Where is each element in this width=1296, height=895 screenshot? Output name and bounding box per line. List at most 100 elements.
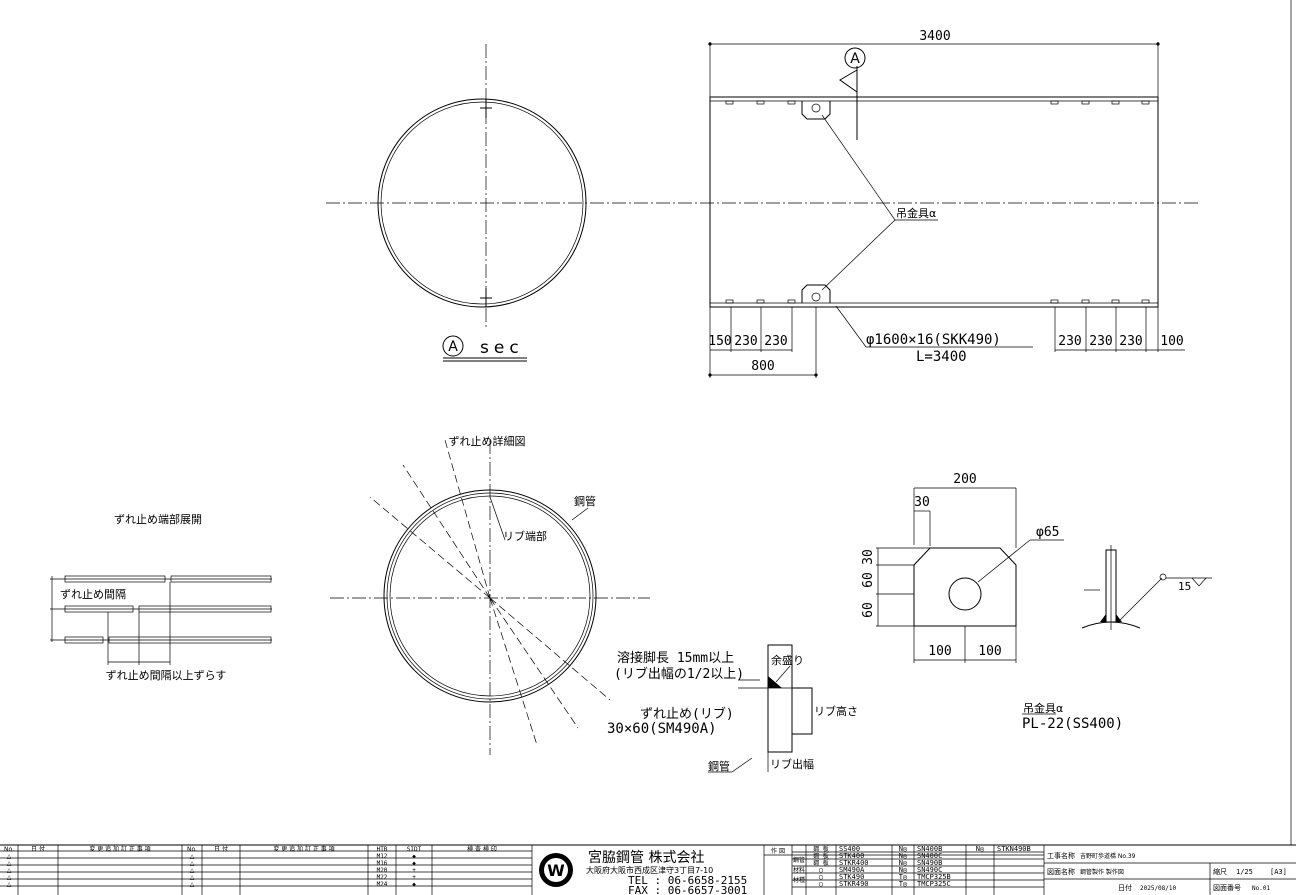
company-name: 宮脇鋼管 株式会社 — [588, 850, 704, 866]
rib-width-label: リブ出幅 — [770, 757, 814, 771]
bolt-m12: M12 — [377, 853, 388, 860]
section-label: sec — [480, 338, 524, 358]
lug-spec: PL-22(SS400) — [1022, 716, 1123, 732]
drawn-header: 作 図 — [771, 847, 785, 855]
dim-800: 800 — [751, 359, 774, 374]
lug-top-width: 30 — [914, 495, 930, 510]
section-a-view: A sec — [326, 44, 1200, 362]
lifting-lug-label: 吊金具α — [896, 206, 936, 220]
stopper-ribs — [725, 100, 1150, 304]
mat-stk400: STK400 — [839, 852, 864, 860]
stopper-rib-label: ずれ止め(リブ) — [640, 706, 734, 722]
rev-symbol-5: △ — [7, 881, 12, 888]
rev-symbol-4: △ — [7, 874, 12, 881]
drawing-number-label: 図面番号 — [1213, 884, 1241, 892]
company-tel: TEL : 06-6658-2155 — [628, 874, 747, 887]
svg-text:T◎: T◎ — [899, 880, 908, 888]
rev-symbol-3: △ — [7, 867, 12, 874]
rev-symbol-2: △ — [7, 860, 12, 867]
total-length: 3400 — [919, 29, 950, 44]
top-lug-mark — [480, 99, 492, 118]
bolt-m22: M22 — [377, 874, 388, 881]
svg-text:鋼管: 鋼管 — [793, 856, 805, 864]
rib-height-label: リブ高さ — [814, 704, 858, 718]
date-label: 日付 — [1118, 883, 1132, 892]
lifting-lug-top — [801, 101, 831, 120]
mat-ss400: SS400 — [839, 845, 860, 853]
svg-text:W: W — [547, 861, 565, 880]
lifting-lug-bottom — [801, 284, 831, 303]
weld-size: 15 — [1178, 580, 1191, 593]
mat-stkr490: STKR490 — [839, 880, 869, 888]
svg-text:N◎: N◎ — [899, 852, 908, 860]
bolt-m20: M20 — [377, 867, 388, 874]
rib-end-label: リブ端部 — [503, 529, 547, 543]
bottom-lug-mark — [480, 288, 492, 307]
rev-date-header-2: 日 付 — [214, 845, 228, 853]
mat-sn490c: SN490C — [917, 866, 942, 874]
steel-pipe-label-2: 鋼管 — [708, 759, 730, 773]
svg-text:N◎: N◎ — [899, 859, 908, 867]
lug-h-60-a: 60 — [861, 572, 876, 588]
inspection-header: 検 査 検 印 — [467, 845, 497, 853]
steel-pipe-label: 鋼管 — [574, 494, 596, 508]
section-mark: A — [448, 339, 458, 355]
svg-text:材種: 材種 — [793, 876, 805, 884]
drawing-label: 図面名称 — [1047, 867, 1075, 876]
stopper-offset-label: ずれ止め間隔以上ずらす — [106, 669, 227, 682]
weld-length-label: 溶接脚長 15mm以上 — [617, 650, 734, 666]
stopper-pitch-label: ずれ止め間隔 — [60, 588, 126, 601]
svg-text:○: ○ — [819, 866, 823, 874]
rev-date-header: 日 付 — [31, 845, 45, 853]
lug-h-60-b: 60 — [861, 602, 876, 618]
lug-width: 200 — [953, 472, 976, 487]
mat-tmcp325b: TMCP325B — [917, 873, 951, 881]
project-name: 吉野町歩道橋 No.39 — [1080, 852, 1136, 860]
rev-note-header: 変 更 追 加 訂 正 事 項 — [89, 845, 150, 853]
pipe-body — [709, 96, 1159, 308]
dim-r-230-c: 230 — [1119, 334, 1142, 349]
mat-stkr400: STKR400 — [839, 859, 869, 867]
drawing-name: 鋼管製作 製作図 — [1080, 868, 1124, 876]
mat-tmcp325c: TMCP325C — [917, 880, 951, 888]
rev-symbol-1: △ — [7, 853, 12, 860]
rev-no-header: No. — [4, 846, 14, 853]
stopper-ring-view: リブ端部 鋼管 ずれ止め詳細図 — [330, 434, 650, 755]
rev-no-header-2: No. — [187, 846, 197, 853]
mat-stk490: STK490 — [839, 873, 864, 881]
svg-text:+: + — [412, 867, 416, 874]
scale-label: 縮尺 — [1213, 867, 1227, 876]
svg-text:T◎: T◎ — [899, 873, 908, 881]
drawing-number: No.01 — [1252, 885, 1270, 892]
rev-note-header-2: 変 更 追 加 訂 正 事 項 — [273, 845, 334, 853]
dim-150: 150 — [708, 334, 731, 349]
lug-h-30: 30 — [861, 549, 876, 565]
svg-text:N◎: N◎ — [899, 845, 908, 853]
pipe-spec: φ1600×16(SKK490) — [866, 332, 1001, 348]
svg-text:鋼 板: 鋼 板 — [813, 852, 829, 860]
svg-text:○: ○ — [819, 880, 823, 888]
svg-text:鋼 板: 鋼 板 — [813, 859, 829, 867]
pipe-inner-circle — [380, 101, 584, 305]
svg-text:N◎: N◎ — [976, 845, 985, 853]
lug-bottom-a: 100 — [928, 644, 951, 659]
stopper-dev-title: ずれ止め端部展開 — [114, 512, 202, 526]
svg-text:◆: ◆ — [412, 853, 416, 860]
mat-sn400b: SN400B — [917, 845, 942, 853]
pipe-elevation: 吊金具α A 3400 φ1600×16(SKK490) L=3400 150 … — [708, 29, 1185, 378]
svg-text:◆: ◆ — [412, 881, 416, 888]
svg-text:N◎: N◎ — [899, 866, 908, 874]
project-label: 工事名称 — [1047, 851, 1075, 860]
company-address: 大阪府大阪市西成区津守3丁目7-10 — [586, 865, 713, 875]
stopper-development: ずれ止め端部展開 ずれ止め間隔 ずれ止め間隔以上ずらす — [50, 512, 272, 682]
paper-size: [A3] — [1270, 868, 1287, 876]
stopper-rib-size: 30×60(SM490A) — [607, 721, 717, 737]
overlay-label: 余盛り — [771, 653, 804, 667]
bolt-m24: M24 — [377, 881, 388, 888]
rev-symbol-9: △ — [190, 874, 195, 881]
dim-r-100: 100 — [1160, 334, 1183, 349]
bolt-header-sidt: SIDT — [407, 846, 422, 853]
dim-r-230-b: 230 — [1089, 334, 1112, 349]
weld-length-note: (リブ出幅の1/2以上) — [614, 666, 744, 682]
hole-diameter: φ65 — [1036, 525, 1059, 540]
